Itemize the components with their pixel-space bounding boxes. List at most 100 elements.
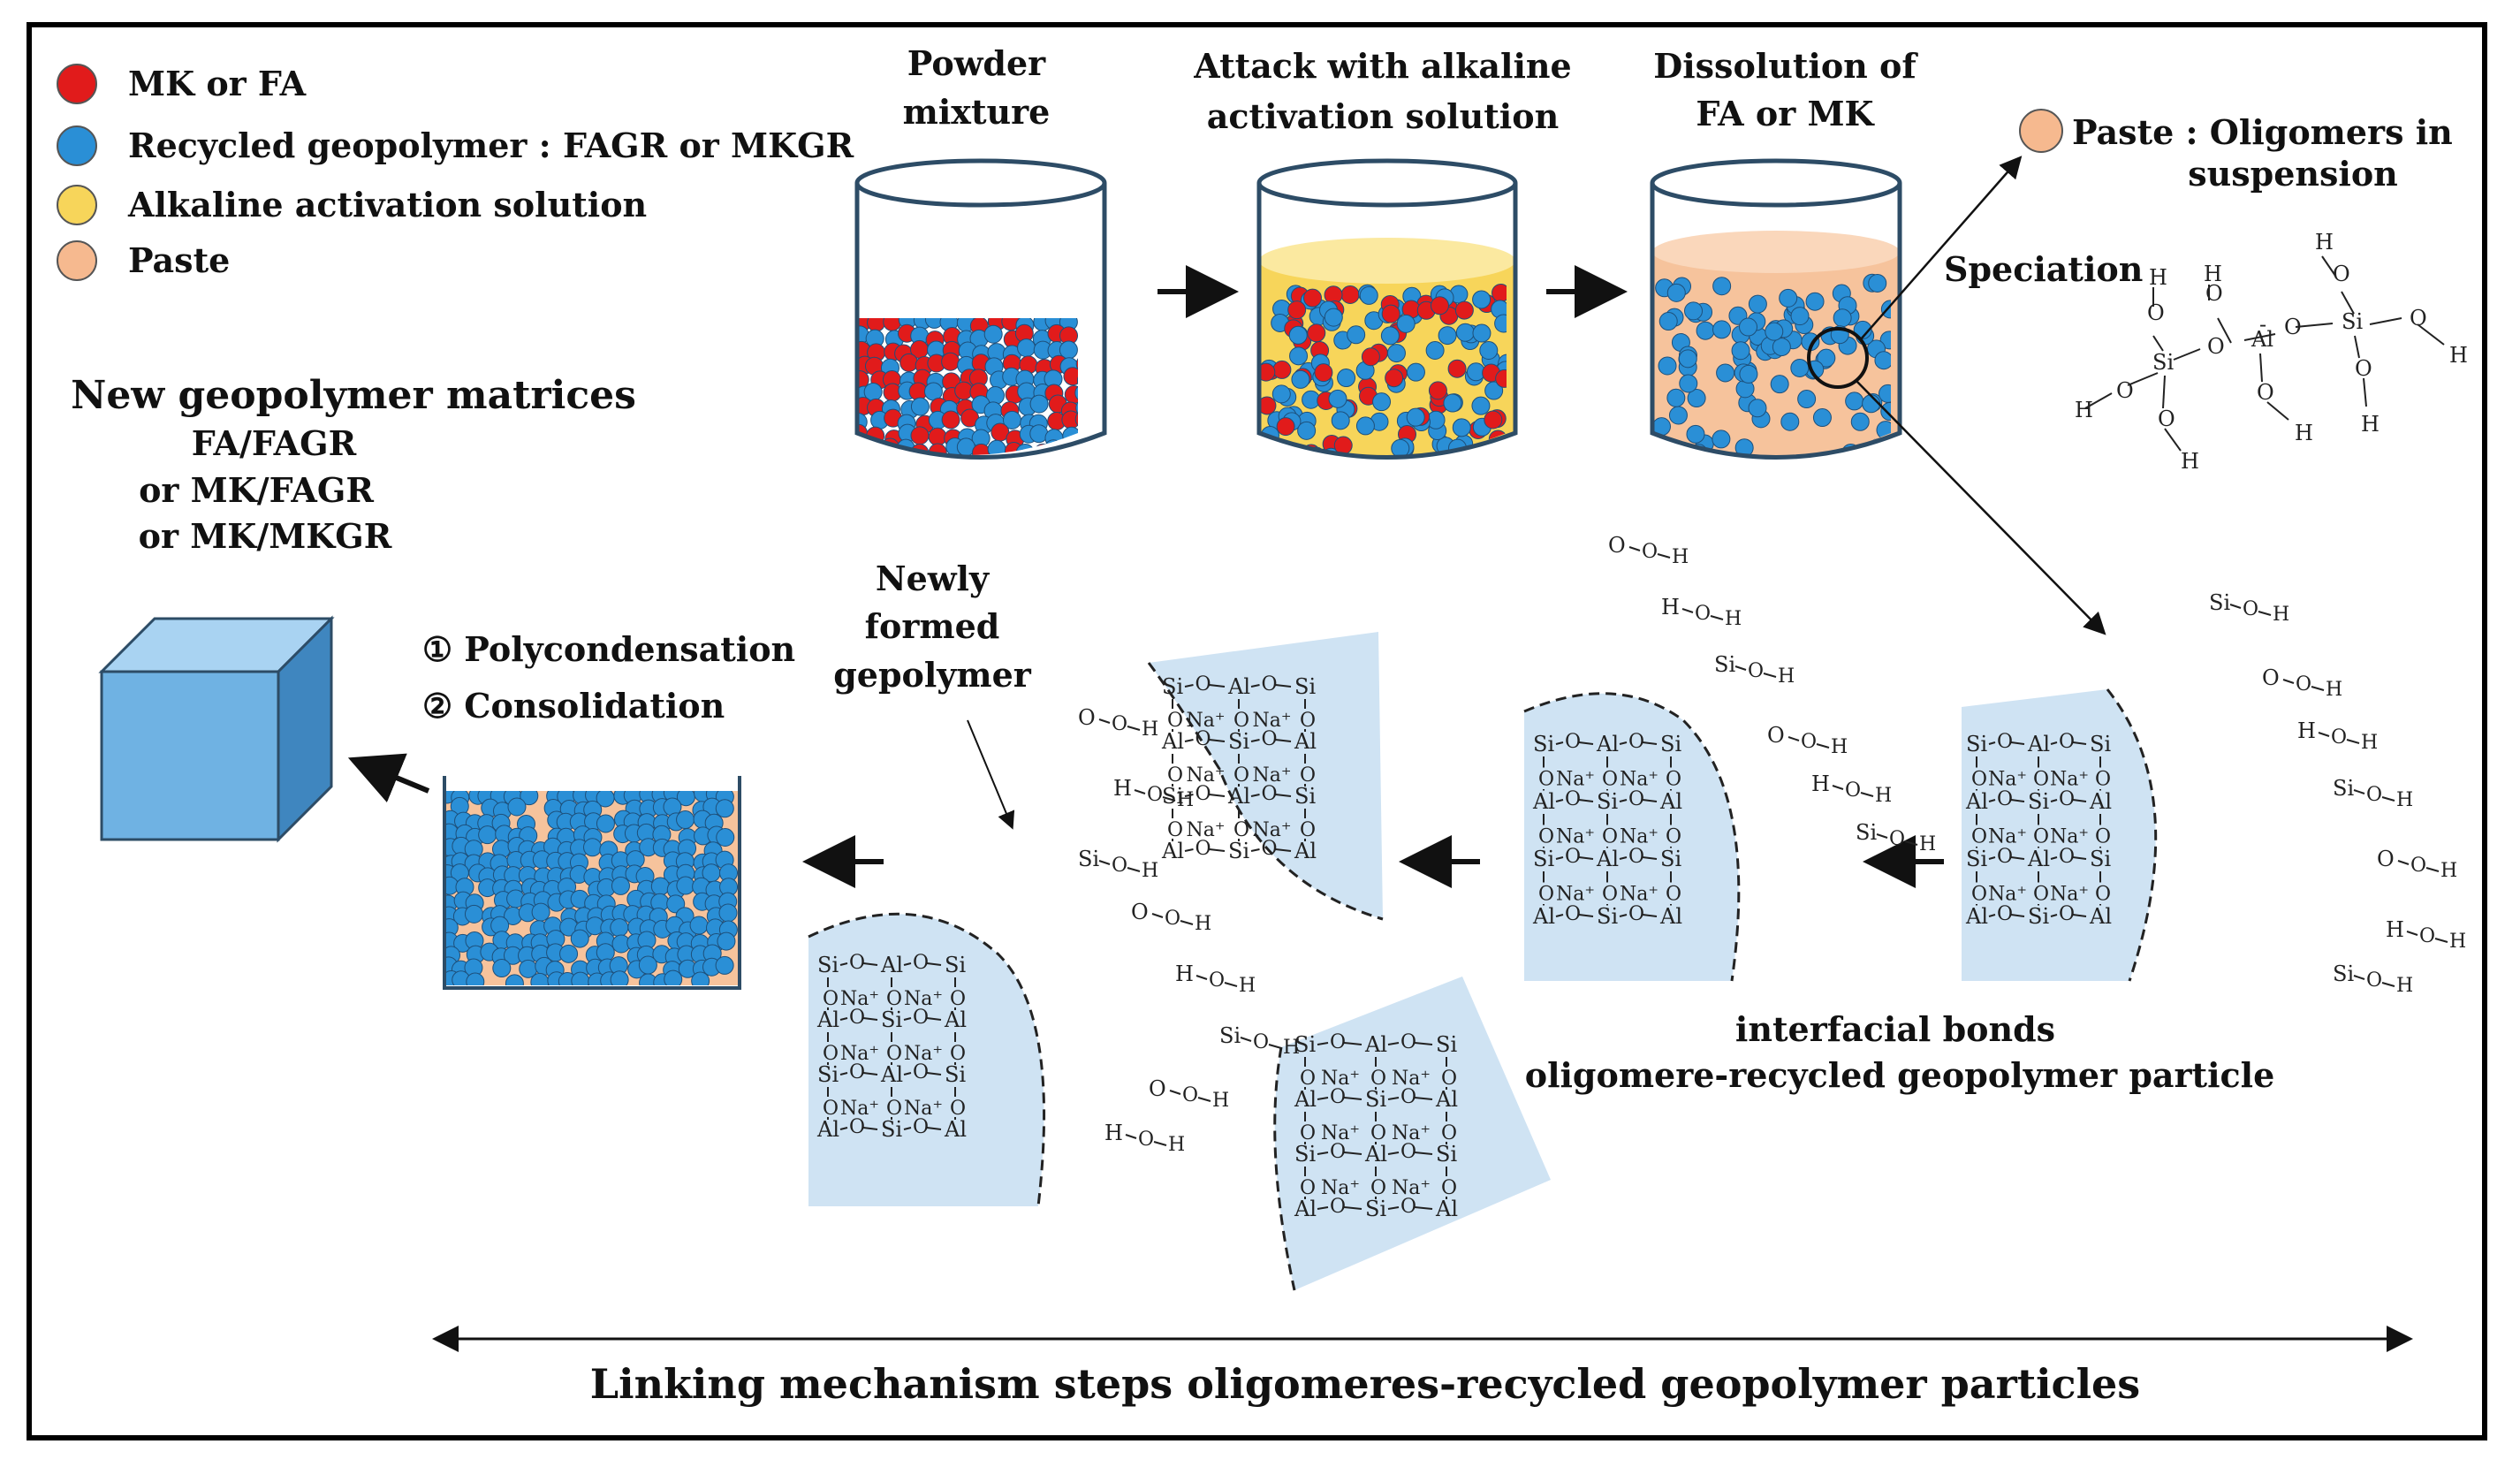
h-atom: H: [1831, 736, 1848, 758]
step-title-mixture: mixture: [903, 92, 1051, 132]
mk-fa-particle: [1063, 367, 1078, 386]
recycled-particle: [1712, 277, 1732, 296]
si-atom: Si: [2333, 776, 2354, 801]
legend-item-recycled: Recycled geopolymer : FAGR or MKGR: [57, 125, 854, 166]
h-atom: H: [2204, 262, 2222, 286]
o-atom: O: [1167, 710, 1183, 732]
h-atom: H: [1142, 718, 1158, 741]
o-atom: O: [849, 1061, 865, 1083]
o-atom: O: [2095, 769, 2111, 791]
dispersed-particle: [1396, 314, 1416, 333]
recycled-particle: [1731, 341, 1750, 361]
na-ion: Na⁺: [2050, 884, 2089, 906]
o-atom: O: [823, 1043, 839, 1065]
al-atom: Al: [2027, 732, 2050, 756]
si-atom: Si: [881, 1117, 902, 1142]
recycled-particle: [1879, 331, 1891, 350]
step-title-attack: Attack with alkaline: [1193, 46, 1571, 86]
o-atom: O: [1300, 1122, 1316, 1144]
dispersed-particle: [1302, 288, 1322, 308]
dispersed-particle: [1271, 384, 1291, 404]
o-atom: O: [913, 1116, 929, 1138]
mk-fa-particle: [1080, 325, 1097, 343]
o-atom: O: [1628, 846, 1644, 868]
h-atom: H: [1239, 975, 1256, 997]
o-atom: O: [1195, 673, 1211, 695]
o-atom: O: [2116, 378, 2134, 403]
si-atom: Si: [1856, 820, 1877, 845]
recycled-particle: [1817, 348, 1836, 368]
recycled-particle: [1666, 283, 1686, 302]
al-atom: Al: [1294, 1197, 1317, 1221]
mk-fa-particle: [1074, 384, 1078, 403]
dispersed-particle: [1454, 300, 1474, 320]
al-atom: Al: [1435, 1087, 1458, 1112]
step-title-fa-mk: FA or MK: [1696, 94, 1875, 133]
o-atom: O: [1889, 828, 1905, 850]
dispersed-particle: [1272, 360, 1292, 379]
al-atom: Al: [1227, 674, 1250, 699]
o-atom: O: [1628, 903, 1644, 925]
o-atom: O: [1138, 1129, 1154, 1151]
o-atom: O: [1167, 764, 1183, 787]
recycled-particle: [928, 427, 947, 446]
al-atom: Al: [1227, 784, 1250, 809]
recycled-particle: [1853, 320, 1872, 339]
na-ion: Na⁺: [1321, 1177, 1360, 1199]
na-ion: Na⁺: [1620, 826, 1658, 848]
h-atom: H: [2315, 230, 2334, 255]
o-atom: O: [1748, 660, 1764, 682]
na-ion: Na⁺: [1620, 884, 1658, 906]
na-ion: Na⁺: [1988, 826, 2027, 848]
dispersed-particle: [1385, 369, 1404, 388]
o-atom: O: [1300, 819, 1316, 841]
h-atom: H: [1725, 608, 1742, 630]
al-atom: Al: [1294, 839, 1317, 863]
al-atom: Al: [2089, 789, 2112, 814]
o-atom: O: [1971, 826, 1987, 848]
si-atom: Si: [1294, 784, 1316, 809]
zoom-circle: [1807, 327, 1869, 389]
arrow-to-cube: [347, 753, 430, 803]
o-atom: O: [2243, 598, 2258, 620]
o-atom: O: [913, 1007, 929, 1029]
o-atom: O: [1112, 713, 1127, 735]
dispersed-particle: [1328, 389, 1347, 408]
na-ion: Na⁺: [1556, 769, 1595, 791]
o-atom: O: [1971, 769, 1987, 791]
recycled-particle: [1716, 363, 1735, 383]
h-atom: H: [1113, 776, 1132, 801]
recycled-particle: [1668, 406, 1688, 425]
footer-caption: Linking mechanism steps oligomeres-recyc…: [590, 1360, 2140, 1408]
consolidated-particle: [610, 970, 629, 985]
mk-fa-particle: [1075, 354, 1078, 374]
dispersed-particle: [1287, 300, 1307, 320]
o-atom: O: [2410, 306, 2427, 331]
recycled-particle: [1658, 312, 1678, 331]
o-atom: O: [2033, 884, 2049, 906]
dispersed-particle: [1472, 323, 1492, 343]
dispersed-particle: [1372, 392, 1392, 412]
si-atom: Si: [2028, 789, 2049, 814]
o-atom: O: [1666, 826, 1681, 848]
interfacial-label: interfacial bonds: [1735, 1009, 2055, 1049]
dispersed-particle: [1307, 323, 1326, 343]
na-ion: Na⁺: [1392, 1177, 1431, 1199]
dispersed-particle: [1355, 416, 1375, 436]
recycled-particle-4: [1962, 689, 2156, 981]
dispersed-particle: [1386, 344, 1406, 363]
consolidated-particle: [570, 929, 589, 948]
si-atom: Si: [1365, 1197, 1386, 1221]
mk-fa-particle: [1075, 399, 1078, 418]
si-atom: Si: [817, 1062, 839, 1087]
si-atom: Si: [1294, 674, 1316, 699]
al-atom: Al: [880, 1062, 903, 1087]
dispersed-particle: [1297, 421, 1317, 440]
h-atom: H: [2273, 604, 2289, 626]
o-atom: O: [1147, 784, 1163, 806]
si-atom: Si: [2333, 962, 2354, 986]
h-atom: H: [1919, 833, 1936, 855]
h-atom: H: [2440, 860, 2457, 882]
dispersed-particle: [1259, 396, 1277, 415]
